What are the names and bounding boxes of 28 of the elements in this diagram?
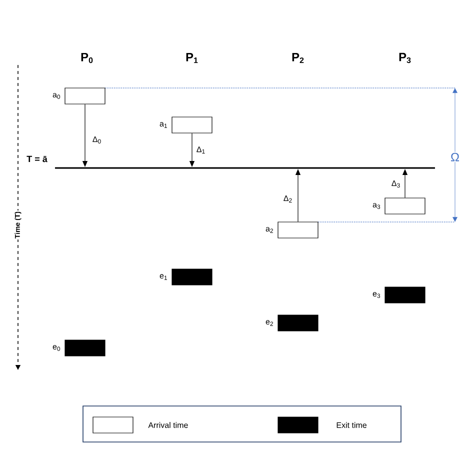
legend-label: Exit time — [336, 422, 367, 428]
timestamp-box — [172, 268, 212, 286]
box-label: T = ā — [26, 156, 48, 162]
column-heading: P$_{2}$ — [292, 52, 304, 64]
box-label: a$_{2}$ — [266, 227, 273, 233]
column-heading: P$_{3}$ — [399, 52, 411, 64]
timestamp-box — [64, 88, 106, 104]
column-heading: P$_{1}$ — [186, 52, 198, 64]
timestamp-box — [384, 286, 426, 304]
edge-label: Δ$_{1}$ — [195, 146, 207, 154]
box-label: e$_{0}$ — [52, 345, 60, 351]
timestamp-box — [384, 198, 426, 214]
dimension-label: Ω — [450, 152, 460, 162]
timestamp-box — [278, 314, 318, 332]
timestamp-box — [64, 340, 106, 356]
column-heading: P$_{0}$ — [81, 52, 93, 64]
box-label: a$_{0}$ — [52, 93, 60, 99]
box-label: e$_{2}$ — [266, 320, 273, 326]
timestamp-box — [278, 222, 318, 238]
box-label: a$_{1}$ — [160, 122, 167, 128]
edge-label: Δ$_{0}$ — [91, 136, 103, 144]
box-label: a$_{3}$ — [372, 203, 380, 209]
edge-label: Δ$_{3}$ — [390, 180, 402, 188]
legend-label: Arrival time — [148, 422, 188, 428]
box-label: e$_{1}$ — [160, 274, 167, 280]
edge-label: Δ$_{2}$ — [282, 194, 294, 204]
timestamp-box — [172, 116, 212, 134]
box-label: e$_{3}$ — [372, 292, 380, 298]
